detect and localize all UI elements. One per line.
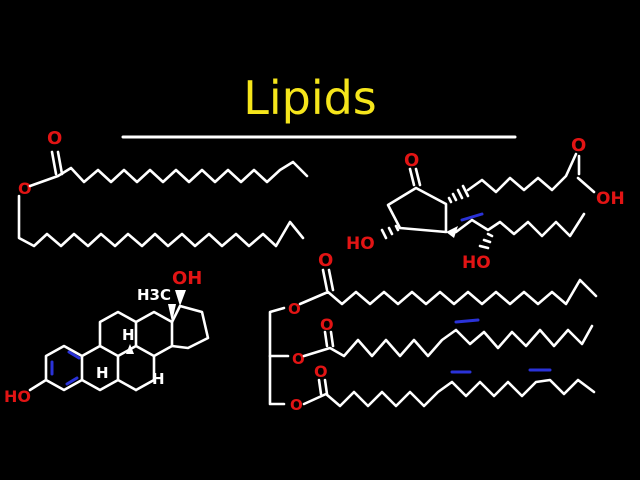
- triglyceride: O O O O O O: [268, 250, 598, 414]
- steroid-top-hydroxyl: OH: [172, 268, 202, 289]
- tg-carbonyl-oxygen-2: O: [320, 315, 334, 334]
- steroid-ring-c: [98, 310, 138, 358]
- steroid-ring-b: [80, 344, 120, 392]
- pg-hashed-bond-top: [447, 184, 470, 204]
- wax-carbonyl-oxygen: O: [47, 128, 62, 149]
- pg-ring-hashed-bond: [380, 224, 400, 240]
- tg-fatty-acid-chain-1: [298, 278, 598, 306]
- wax-alkyl-chain: [17, 194, 305, 248]
- tg-double-bond-1: [454, 318, 480, 324]
- pg-acid-oh-bond: [576, 176, 596, 194]
- steroid-h-label-2: H: [96, 364, 109, 382]
- tg-ester-oxygen-1: O: [288, 300, 301, 318]
- wax-carbonyl-bond-1: [50, 150, 58, 176]
- steroid-oh-wedge: [175, 290, 186, 306]
- pg-acid-oxygen: O: [571, 135, 586, 156]
- prostaglandin: O O OH HO HO: [346, 135, 625, 273]
- tg-fatty-acid-chain-3: [302, 378, 596, 408]
- tg-ester-oxygen-2: O: [292, 350, 305, 368]
- steroid-phenol-bond: [28, 378, 48, 392]
- pg-cyclopentane-ring: [386, 186, 448, 234]
- tg-carbonyl-bond-3b: [323, 378, 329, 396]
- pg-ketone-oxygen: O: [404, 150, 419, 171]
- steroid: H3C OH H H H HO: [4, 268, 210, 406]
- wax-ester: O O: [17, 128, 309, 248]
- wax-acyl-chain: [28, 160, 309, 188]
- pg-lower-chain: [454, 212, 586, 238]
- pg-wedge-bond: [446, 226, 458, 238]
- steroid-extra-bond: [116, 378, 138, 392]
- steroid-methyl-label: H3C: [137, 286, 171, 304]
- pg-chain-hashed-bond: [478, 232, 494, 250]
- steroid-ring-c2: [134, 310, 174, 358]
- pg-ketone-bond-2: [414, 167, 422, 187]
- steroid-h-wedge-1: [126, 344, 134, 354]
- tg-carbonyl-bond-1b: [327, 268, 335, 292]
- pg-ketone-bond-1: [408, 167, 416, 187]
- pg-acid-hydroxyl: OH: [596, 189, 625, 209]
- steroid-methyl-wedge: [168, 304, 176, 322]
- tg-carbonyl-bond-3a: [317, 378, 323, 396]
- pg-chain-hydroxyl: HO: [462, 253, 491, 273]
- tg-carbonyl-bond-2a: [323, 330, 329, 348]
- tg-carbonyl-oxygen-3: O: [314, 362, 328, 381]
- tg-carbonyl-bond-1a: [321, 268, 329, 292]
- steroid-ring-d: [170, 304, 210, 350]
- wax-ester-oxygen: O: [18, 179, 32, 198]
- tg-carbonyl-oxygen-1: O: [318, 250, 333, 271]
- pg-upper-chain: [466, 152, 578, 194]
- steroid-phenol-hydroxyl: HO: [4, 387, 31, 406]
- glycerol-backbone: [268, 306, 286, 406]
- tg-fatty-acid-chain-2: [302, 324, 594, 358]
- tg-carbonyl-bond-2b: [329, 330, 335, 348]
- tg-ester-oxygen-3: O: [290, 396, 303, 414]
- pg-double-bond-marker: [460, 212, 484, 222]
- ring-a-double-3: [65, 376, 79, 386]
- ring-a-double-1: [67, 350, 81, 360]
- steroid-h-label-1: H: [122, 326, 135, 344]
- wax-carbonyl-bond-2: [56, 150, 64, 176]
- page-title: Lipids: [243, 71, 377, 125]
- steroid-extra-bond-2: [134, 378, 156, 392]
- pg-ring-hydroxyl: HO: [346, 234, 375, 254]
- steroid-h-label-3: H: [152, 370, 165, 388]
